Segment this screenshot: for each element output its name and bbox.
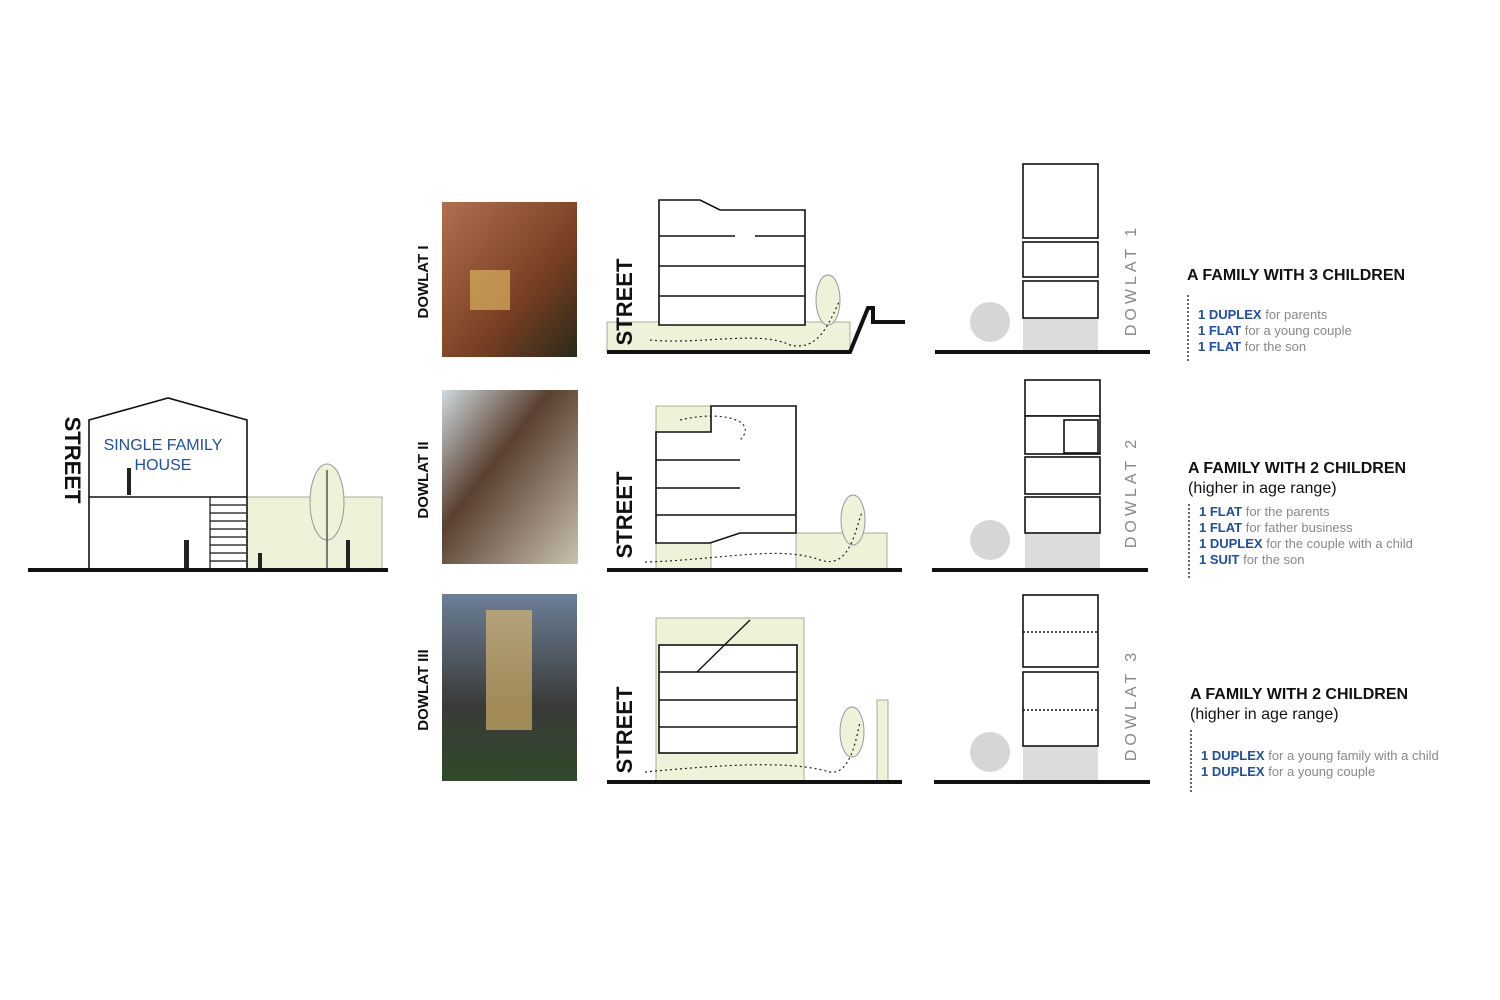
dowlat-3-row: DOWLAT III STREET DOWLAT 3	[415, 594, 1150, 784]
tree-icon	[815, 274, 841, 326]
program-subtitle: (higher in age range)	[1190, 706, 1339, 723]
program-subtitle: (higher in age range)	[1188, 480, 1337, 497]
program-description-3: A FAMILY WITH 2 CHILDREN (higher in age …	[1190, 686, 1439, 792]
tree-icon	[970, 732, 1010, 772]
street-label: STREET	[612, 258, 637, 345]
dowlat-2-photo	[442, 390, 578, 564]
list-item: 1 DUPLEX for a young family with a child	[1201, 748, 1439, 763]
tree-icon	[839, 706, 865, 758]
diagram-label: DOWLAT 2	[1123, 436, 1140, 548]
list-item: 1 DUPLEX for the couple with a child	[1199, 536, 1413, 551]
dowlat-1-row: DOWLAT I STREET DOWLAT 1	[415, 163, 1150, 357]
program-description-2: A FAMILY WITH 2 CHILDREN (higher in age …	[1188, 460, 1413, 578]
street-label: STREET	[612, 471, 637, 558]
list-item: 1 DUPLEX for parents	[1198, 307, 1328, 322]
street-label: STREET	[612, 686, 637, 773]
photo-label: DOWLAT II	[415, 441, 432, 518]
photo-label: DOWLAT III	[415, 649, 432, 730]
program-title: A FAMILY WITH 3 CHILDREN	[1187, 267, 1406, 284]
tree-icon	[970, 520, 1010, 560]
list-item: 1 SUIT for the son	[1199, 552, 1305, 567]
list-item: 1 FLAT for the son	[1198, 339, 1307, 354]
house-title-line1: SINGLE FAMILY	[104, 437, 223, 454]
tree-icon	[840, 494, 866, 546]
house-title-line2: HOUSE	[135, 457, 192, 474]
program-title: A FAMILY WITH 2 CHILDREN	[1190, 686, 1409, 703]
diagram-label: DOWLAT 1	[1123, 224, 1140, 336]
street-label: STREET	[60, 417, 85, 504]
tree-icon	[970, 302, 1010, 342]
program-title: A FAMILY WITH 2 CHILDREN	[1188, 460, 1407, 477]
list-item: 1 FLAT for the parents	[1199, 504, 1330, 519]
dowlat-2-row: DOWLAT II STREET DOWLAT 2	[415, 379, 1148, 572]
list-item: 1 FLAT for a young couple	[1198, 323, 1352, 338]
list-item: 1 FLAT for father business	[1199, 520, 1353, 535]
program-description-1: A FAMILY WITH 3 CHILDREN 1 DUPLEX for pa…	[1187, 267, 1405, 361]
photo-label: DOWLAT I	[415, 245, 432, 318]
diagram-label: DOWLAT 3	[1123, 649, 1140, 761]
person-icons	[127, 468, 350, 570]
single-family-house-section: STREET SINGLE FAMILY HOUSE	[28, 397, 388, 572]
list-item: 1 DUPLEX for a young couple	[1201, 764, 1376, 779]
